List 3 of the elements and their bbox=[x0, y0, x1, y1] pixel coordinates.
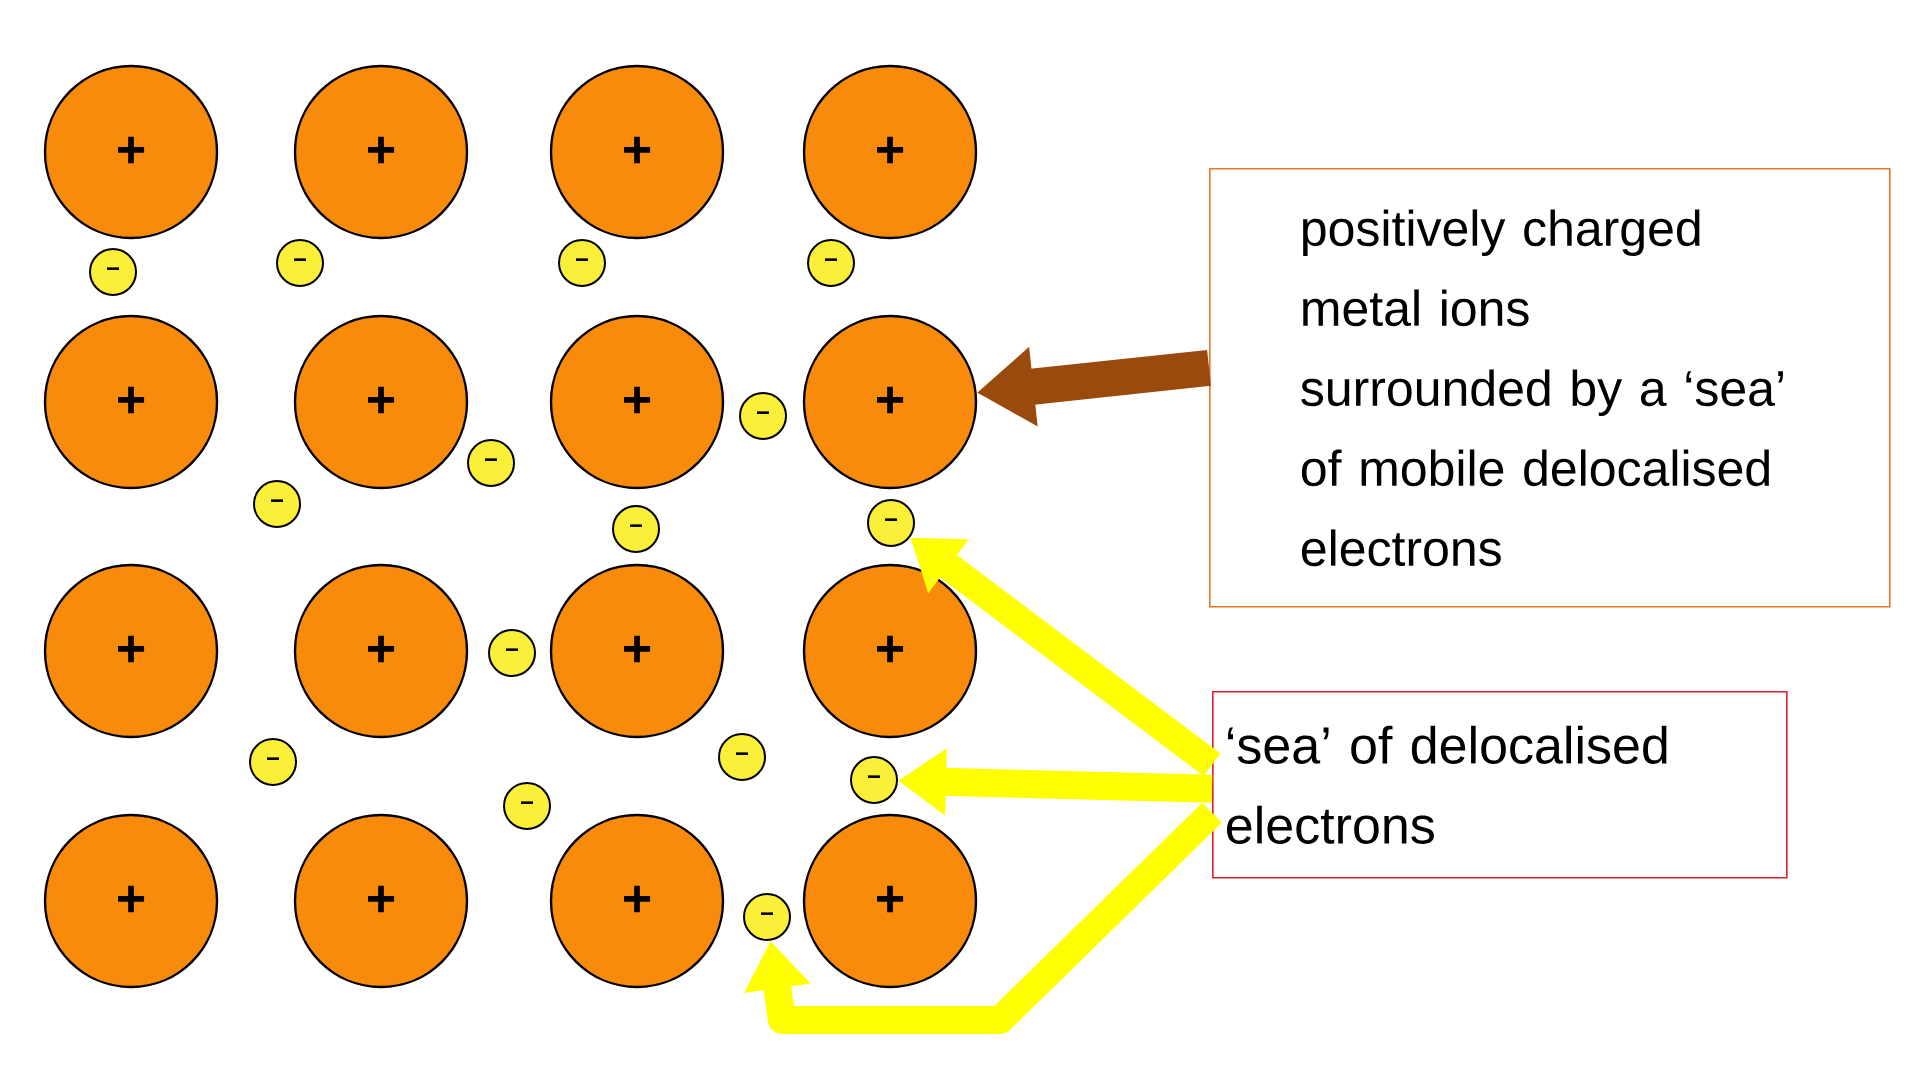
text-box: ‘sea’ of delocalised electrons bbox=[1212, 691, 1788, 879]
arrow bbox=[744, 802, 1222, 1034]
text-box: positively charged metal ions surrounded by a ‘sea’ of mobile delocalised electrons bbox=[1209, 168, 1891, 608]
